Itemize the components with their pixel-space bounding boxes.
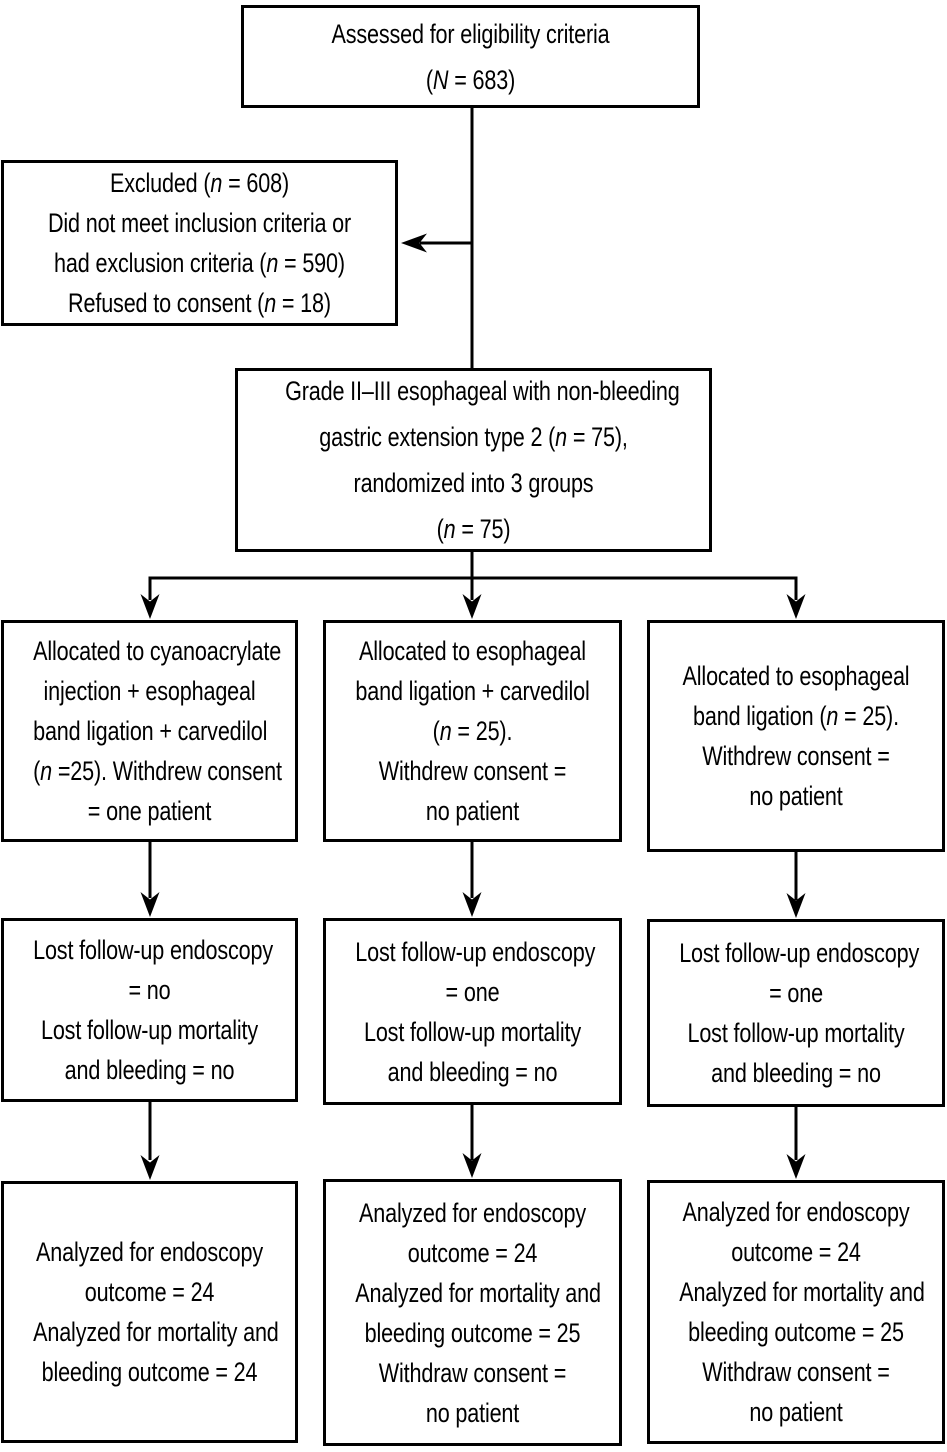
text-line: no patient <box>425 796 520 826</box>
arrowhead-branch-left <box>140 594 160 619</box>
text-line: and bleeding = no <box>64 1055 235 1085</box>
arrowhead-analyzed3 <box>786 1154 806 1179</box>
text-line: bleeding outcome = 25 <box>364 1317 581 1348</box>
text-line: outcome = 24 <box>84 1277 215 1307</box>
text-line: Withdrew consent = <box>702 741 890 771</box>
arrowhead-branch-right <box>786 594 806 619</box>
text-line: Lost follow-up mortality <box>687 1018 905 1048</box>
text-line: Allocated to esophageal <box>682 661 910 691</box>
box-randomized: Grade II–III esophageal with non-bleedin… <box>235 368 712 552</box>
text-line: Lost follow-up mortality <box>40 1015 259 1045</box>
box-allocated-ebl-text: Allocated to esophageal band ligation (n … <box>679 656 913 816</box>
arrowhead-analyzed1 <box>140 1155 160 1180</box>
text-line: (n = 25). <box>432 716 513 746</box>
text-line: Analyzed for endoscopy <box>35 1237 264 1267</box>
text-line: randomized into 3 groups <box>353 468 594 498</box>
box-allocated-cyanoacrylate: Allocated to cyanoacrylate injection + es… <box>1 620 298 842</box>
text-line: band ligation + carvedilol <box>33 716 268 746</box>
arrowhead-branch-middle <box>462 594 482 619</box>
box-analyzed-group2: Analyzed for endoscopy outcome = 24 Analyz… <box>323 1179 622 1446</box>
text-line: (n = 75) <box>436 514 511 544</box>
text-line: (n =25). Withdrew consent <box>33 756 282 786</box>
text-line: Lost follow-up endoscopy <box>679 938 920 968</box>
text-line: and bleeding = no <box>711 1058 881 1088</box>
text-line: Allocated to cyanoacrylate <box>33 636 282 666</box>
text-line: Refused to consent (n = 18) <box>68 288 331 318</box>
box-excluded: Excluded (n = 608) Did not meet inclusion… <box>1 160 398 326</box>
text-line: no patient <box>749 781 843 811</box>
text-line: Lost follow-up endoscopy <box>355 936 596 967</box>
text-line: Withdraw consent = <box>378 1357 567 1388</box>
text-line: Grade II–III esophageal with non-bleedin… <box>285 376 680 406</box>
arrowhead-lost3 <box>786 893 806 918</box>
box-assessed-eligibility-text: Assessed for eligibility criteria (N = 68… <box>289 11 651 103</box>
text-line: Analyzed for endoscopy <box>358 1197 587 1228</box>
box-analyzed-group3: Analyzed for endoscopy outcome = 24 Analyz… <box>647 1180 945 1444</box>
text-line: no patient <box>425 1397 520 1428</box>
text-line: (N = 683) <box>425 64 516 95</box>
text-line: outcome = 24 <box>407 1237 538 1268</box>
box-lost-followup-group1: Lost follow-up endoscopy = no Lost follow-… <box>1 918 298 1102</box>
text-line: had exclusion criteria (n = 590) <box>54 248 345 278</box>
box-allocated-ebl-carvedilol-text: Allocated to esophageal band ligation + c… <box>355 631 589 831</box>
text-line: Analyzed for mortality and <box>679 1277 925 1307</box>
box-allocated-ebl-carvedilol: Allocated to esophageal band ligation + c… <box>323 620 622 842</box>
text-line: gastric extension type 2 (n = 75), <box>319 422 628 452</box>
text-line: bleeding outcome = 25 <box>688 1317 904 1347</box>
text-line: no patient <box>749 1397 843 1427</box>
box-analyzed-group2-text: Analyzed for endoscopy outcome = 24 Analyz… <box>355 1193 601 1433</box>
text-line: Analyzed for endoscopy <box>682 1197 910 1227</box>
box-assessed-eligibility: Assessed for eligibility criteria (N = 68… <box>241 5 700 108</box>
text-line: = one patient <box>87 796 212 826</box>
box-excluded-text: Excluded (n = 608) Did not meet inclusion… <box>43 163 356 323</box>
box-analyzed-group1: Analyzed for endoscopy outcome = 24 Analyz… <box>1 1181 298 1443</box>
text-line: band ligation + carvedilol <box>355 676 590 706</box>
text-line: Assessed for eligibility criteria <box>331 18 610 49</box>
text-line: Allocated to esophageal <box>359 636 586 666</box>
text-line: Withdrew consent = <box>378 756 567 786</box>
arrowhead-excluded <box>401 233 427 253</box>
arrowhead-lost2 <box>462 892 482 917</box>
text-line: = no <box>128 975 171 1005</box>
text-line: = one <box>769 978 823 1008</box>
arrowhead-analyzed2 <box>462 1153 482 1178</box>
box-analyzed-group3-text: Analyzed for endoscopy outcome = 24 Analyz… <box>679 1192 925 1432</box>
text-line: Analyzed for mortality and <box>33 1317 279 1347</box>
text-line: outcome = 24 <box>731 1237 861 1267</box>
text-line: Lost follow-up mortality <box>363 1016 582 1047</box>
text-line: bleeding outcome = 24 <box>41 1357 258 1387</box>
text-line: Did not meet inclusion criteria or <box>47 208 352 238</box>
box-allocated-cyanoacrylate-text: Allocated to cyanoacrylate injection + es… <box>33 631 282 831</box>
box-allocated-ebl: Allocated to esophageal band ligation (n … <box>647 620 945 852</box>
arrowhead-lost1 <box>140 892 160 917</box>
box-lost-followup-group1-text: Lost follow-up endoscopy = no Lost follow-… <box>33 930 274 1090</box>
text-line: and bleeding = no <box>387 1056 558 1087</box>
box-analyzed-group1-text: Analyzed for endoscopy outcome = 24 Analyz… <box>33 1232 279 1392</box>
text-line: band ligation (n = 25). <box>693 701 899 731</box>
text-line: = one <box>445 976 500 1007</box>
text-line: Analyzed for mortality and <box>355 1277 601 1308</box>
text-line: Lost follow-up endoscopy <box>33 935 274 965</box>
box-randomized-text: Grade II–III esophageal with non-bleedin… <box>285 368 680 552</box>
text-line: injection + esophageal <box>43 676 256 706</box>
text-line: Excluded (n = 608) <box>109 168 290 198</box>
text-line: Withdraw consent = <box>702 1357 890 1387</box>
